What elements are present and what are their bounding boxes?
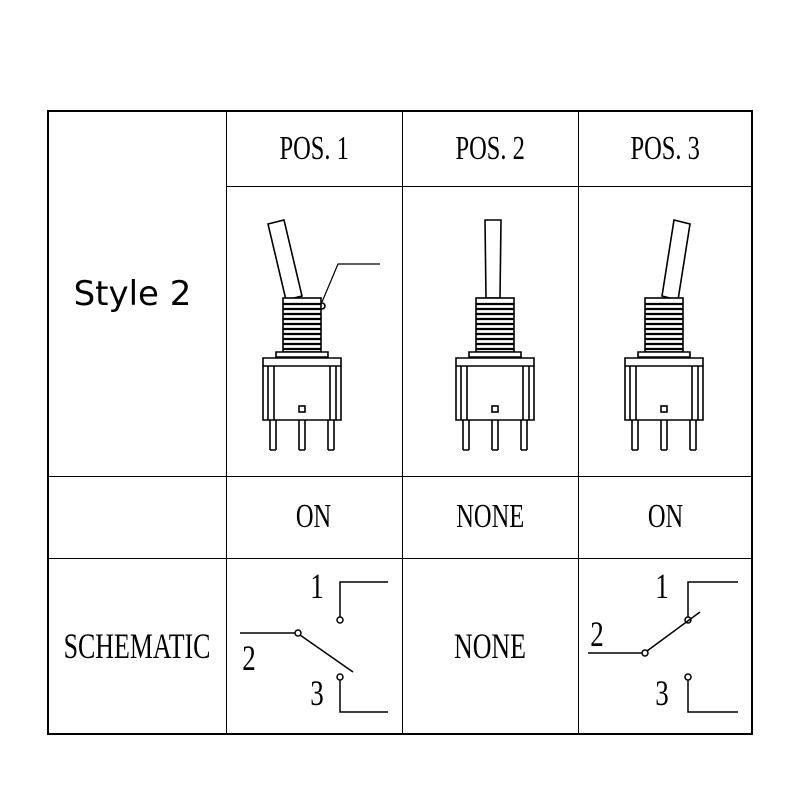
column-divider	[578, 112, 579, 733]
column-divider	[226, 112, 227, 733]
toggle-switch-pos-3	[624, 219, 704, 451]
toggle-switch-pos-1	[262, 219, 380, 451]
row-divider	[49, 476, 753, 477]
terminal-3-label: 3	[655, 673, 669, 713]
schematic-pos-3	[588, 581, 738, 713]
schematic-none-label: NONE	[453, 625, 526, 666]
header-pos-1: POS. 1	[226, 112, 402, 186]
header-label: POS. 3	[630, 130, 701, 167]
terminal-1-label: 1	[655, 566, 669, 606]
switch-position-table: Style 2 POS. 1 POS. 2 POS. 3 ON NONE ON …	[47, 110, 753, 735]
terminal-2-label: 2	[242, 638, 256, 678]
terminal-1-label: 1	[310, 566, 324, 606]
state-pos-3: ON	[578, 476, 753, 558]
state-pos-1: ON	[226, 476, 402, 558]
schematic-label-cell: SCHEMATIC	[49, 558, 226, 733]
schematic-label: SCHEMATIC	[64, 625, 211, 666]
style-label-cell: Style 2	[49, 112, 226, 476]
row-divider	[226, 186, 753, 187]
terminal-2-label: 2	[590, 614, 604, 654]
state-label: ON	[296, 498, 332, 535]
state-pos-2: NONE	[402, 476, 578, 558]
style-label: Style 2	[73, 274, 192, 314]
toggle-switch-pos-2	[455, 219, 535, 451]
schematic-none-cell: NONE	[402, 558, 578, 733]
terminal-3-label: 3	[310, 673, 324, 713]
header-label: POS. 2	[455, 130, 525, 167]
header-pos-2: POS. 2	[402, 112, 578, 186]
row-divider	[49, 558, 753, 559]
header-pos-3: POS. 3	[578, 112, 753, 186]
state-label: ON	[647, 498, 684, 535]
column-divider	[402, 112, 403, 733]
state-label: NONE	[456, 498, 524, 535]
schematic-pos-1	[240, 581, 388, 713]
header-label: POS. 1	[279, 130, 349, 167]
